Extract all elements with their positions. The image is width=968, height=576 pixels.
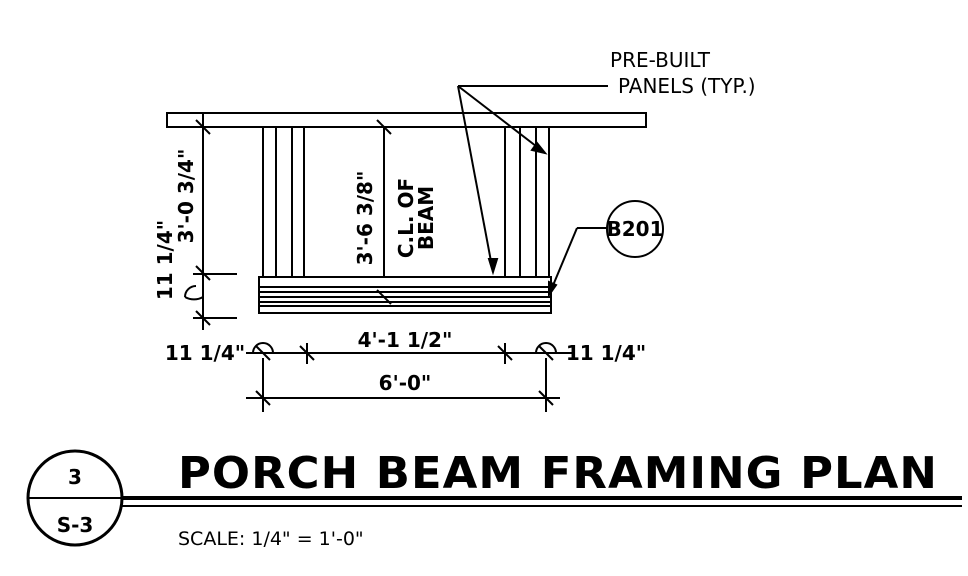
bottom-dimension-lines: [246, 342, 572, 412]
left-offset-dimension: 11 1/4": [165, 341, 245, 365]
top-plate: [166, 112, 647, 128]
scale-note: SCALE: 1/4" = 1'-0": [178, 528, 364, 550]
inner-width-dimension: 4'-1 1/2": [358, 328, 453, 352]
sheet-number: S-3: [57, 513, 94, 537]
panels-note-line1: PRE-BUILT: [610, 48, 711, 72]
beam-tag: B201: [607, 217, 664, 241]
beam-dimension-line: [376, 119, 392, 305]
detail-number: 3: [68, 465, 82, 489]
beam-tag-circle: [606, 200, 664, 258]
left-height-dimension: 3'-0 3/4": [174, 149, 198, 244]
cl-beam-label-line2: BEAM: [414, 186, 438, 250]
left-bottom-dimension: 11 1/4": [153, 220, 177, 300]
overall-width-dimension: 6'-0": [379, 371, 432, 395]
drawing-title: PORCH BEAM FRAMING PLAN: [178, 448, 938, 499]
panels-note-line2: PANELS (TYP.): [618, 74, 756, 98]
right-panel: [504, 127, 550, 277]
right-offset-dimension: 11 1/4": [566, 341, 646, 365]
beam: [258, 276, 552, 314]
beam-height-dimension: 3'-6 3/8": [353, 171, 377, 266]
title-block-graphics: [26, 449, 962, 547]
cl-beam-label-line1: C.L. OF: [394, 178, 418, 258]
beam-tag-leader: [548, 227, 607, 299]
left-panel: [262, 127, 305, 277]
left-dimension-line: [184, 112, 237, 330]
panel-leaders: [457, 85, 608, 276]
